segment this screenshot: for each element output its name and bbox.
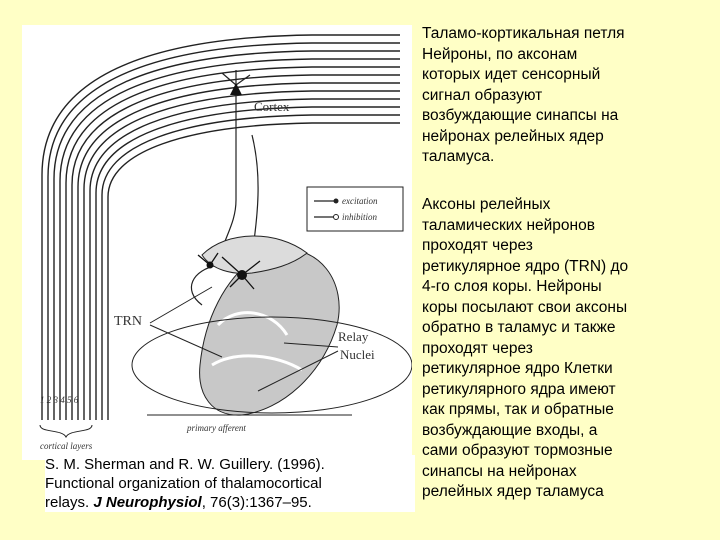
diagram-svg: Cortex excitation inhibition TRN	[22, 25, 412, 460]
citation-journal: J Neurophysiol	[93, 494, 201, 511]
nuclei-label: Nuclei	[340, 347, 375, 362]
citation: S. M. Sherman and R. W. Guillery. (1996)…	[45, 455, 415, 512]
description-top: Таламо-кортикальная петля Нейроны, по ак…	[422, 24, 714, 168]
trn-label: TRN	[114, 314, 142, 329]
relay-neuron-soma-icon	[237, 270, 247, 280]
citation-line-3-suffix: , 76(3):1367–95.	[202, 494, 312, 511]
description-bottom: Аксоны релейных таламических нейронов пр…	[422, 195, 714, 503]
layer-brace-icon	[40, 425, 92, 437]
trn-neuron-soma-icon	[207, 262, 214, 269]
cortex-layers-label: cortical layers	[40, 441, 93, 451]
thalamocortical-loop-diagram: Cortex excitation inhibition TRN	[22, 25, 412, 460]
citation-line-1: S. M. Sherman and R. W. Guillery. (1996)…	[45, 455, 415, 474]
primary-afferent-label: primary afferent	[186, 423, 246, 433]
relay-label: Relay	[338, 329, 369, 344]
cortex-label: Cortex	[254, 99, 290, 114]
layer-numbers: 1 2 3 4 5 6	[40, 395, 79, 405]
legend-excitation: excitation	[342, 196, 378, 206]
citation-line-3-prefix: relays.	[45, 494, 93, 511]
excitation-marker-icon	[334, 199, 339, 204]
citation-line-2: Functional organization of thalamocortic…	[45, 474, 415, 493]
thalamus	[132, 236, 412, 415]
legend: excitation inhibition	[307, 187, 403, 231]
cortical-soma-icon	[230, 83, 242, 95]
relay-nuclei-region	[200, 249, 340, 416]
legend-inhibition: inhibition	[342, 212, 378, 222]
citation-line-3: relays. J Neurophysiol, 76(3):1367–95.	[45, 493, 415, 512]
